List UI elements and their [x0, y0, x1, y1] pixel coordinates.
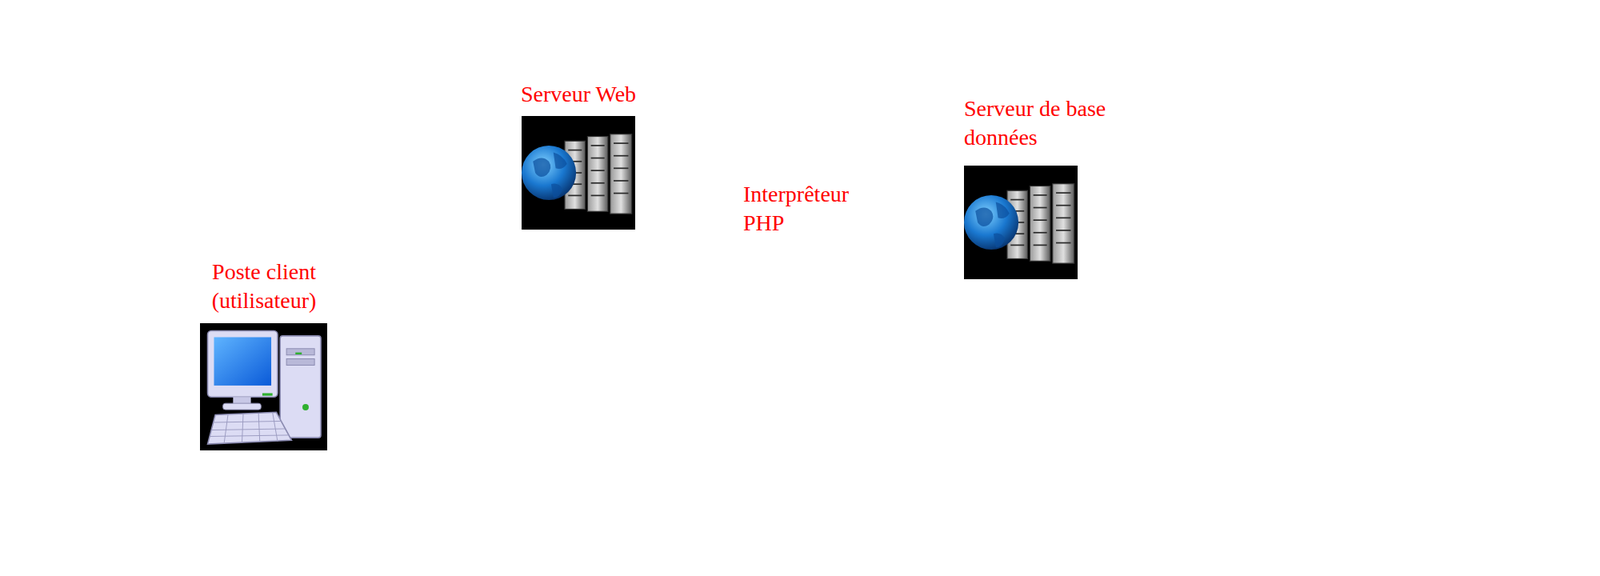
web-server: Serveur Web	[504, 80, 653, 228]
computer-icon	[200, 323, 328, 451]
web-server-icon	[521, 116, 636, 230]
database-server: Serveur de base données	[964, 94, 1108, 271]
database-server-icon	[964, 165, 1078, 280]
node-label: Serveur Web	[504, 80, 653, 109]
client-station: Poste client (utilisateur)	[192, 257, 336, 448]
node-label: Serveur de base données	[964, 94, 1108, 152]
free-label: Interprêteur PHP	[743, 180, 876, 238]
node-label: Poste client (utilisateur)	[192, 257, 336, 316]
